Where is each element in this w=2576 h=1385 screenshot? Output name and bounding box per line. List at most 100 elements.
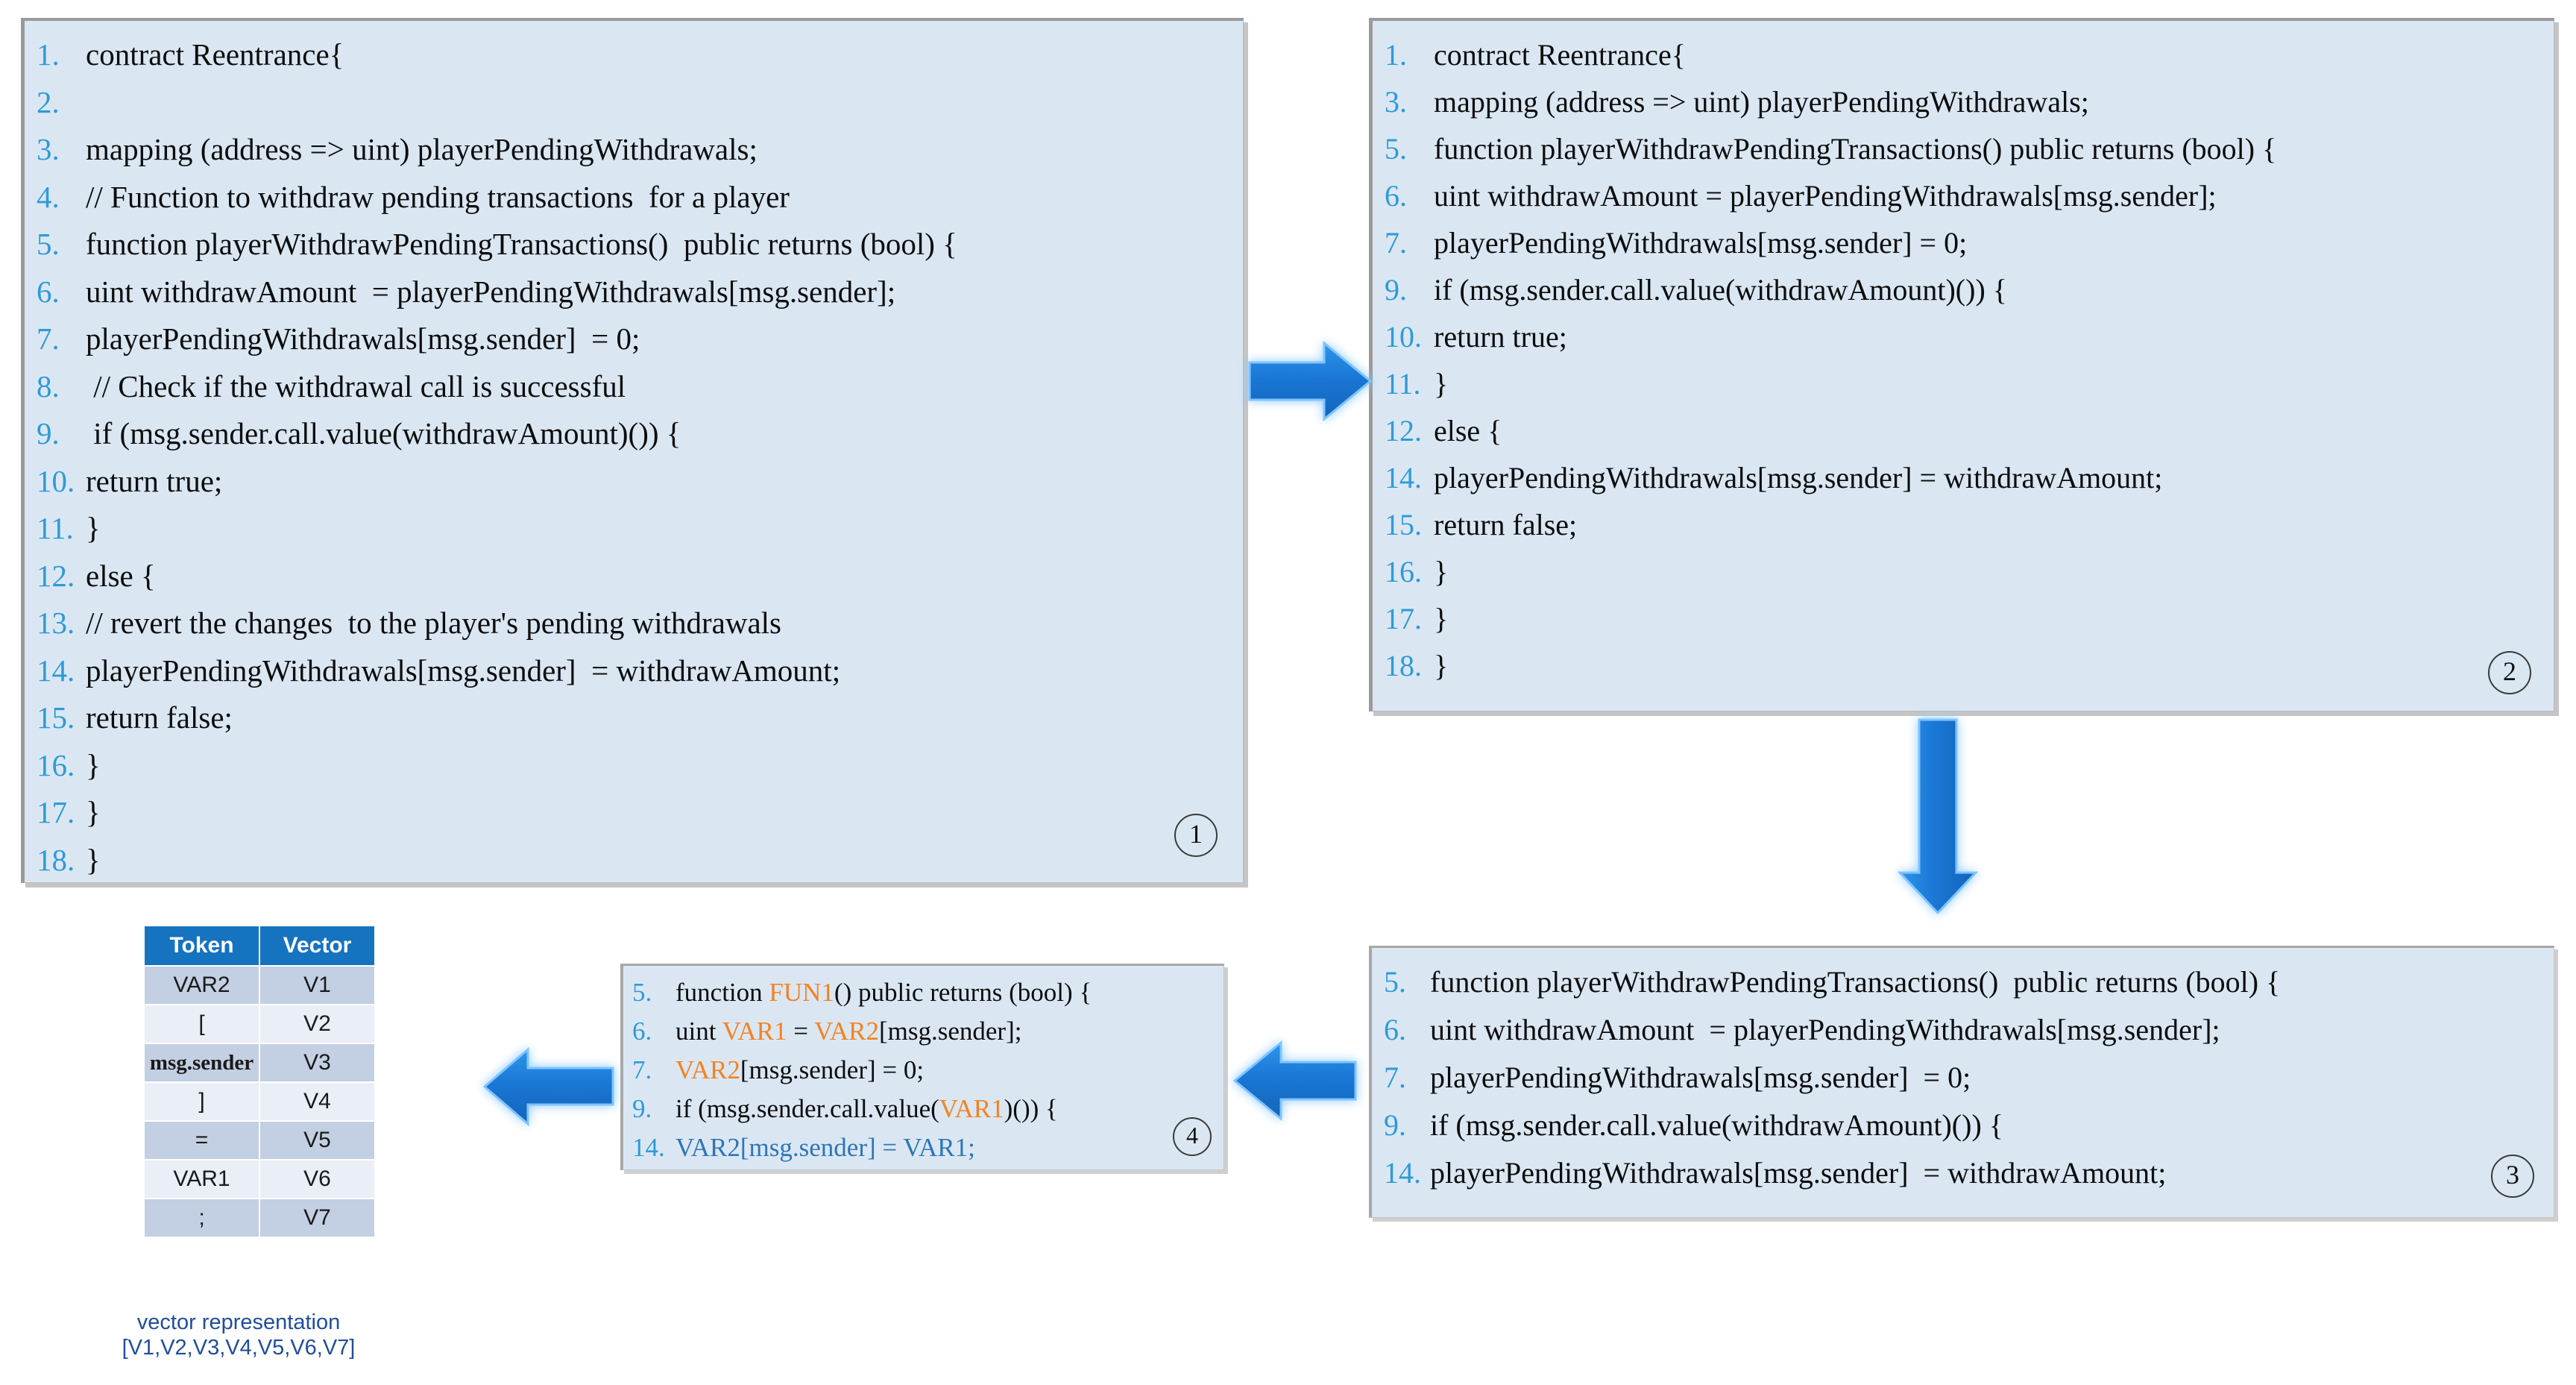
code-line-number: 2. [37,84,60,119]
code-line-text: } [1434,555,1449,588]
code-line-number: 12. [1385,414,1422,447]
panel-badge-2: 2 [2488,651,2531,694]
table-row: [V2 [143,1004,376,1044]
code-panel-original-lines: 1.contract Reentrance{2.3.mapping (addre… [25,21,1243,883]
code-fragment: )()) { [1004,1094,1058,1123]
code-line-text: } [86,795,101,829]
panel-badge-3: 3 [2491,1155,2534,1198]
code-line-text: VAR2[msg.sender] = 0; [676,1051,924,1090]
code-line-number: 3. [37,132,60,166]
abstract-token: FUN1 [769,978,834,1007]
code-line-text: if (msg.sender.call.value(withdrawAmount… [1434,273,2007,307]
code-line-number: 16. [1385,555,1422,588]
code-line: 14. playerPendingWithdrawals[msg.sender] … [1385,454,2546,501]
code-fragment: if (msg.sender.call.value( [676,1094,939,1123]
code-line-number: 17. [1385,602,1422,635]
code-line: 7. playerPendingWithdrawals[msg.sender] =… [37,315,1235,363]
code-line-text: mapping (address => uint) playerPendingW… [86,132,758,166]
code-line: 9.if (msg.sender.call.value(VAR1)()) { [632,1090,1218,1128]
code-line: 6. uint VAR1 = VAR2[msg.sender]; [632,1012,1218,1051]
table-header-row: Token Vector [143,925,376,967]
code-panel-comments-removed-lines: 1.contract Reentrance{3.mapping (address… [1373,21,2554,697]
code-line: 7.playerPendingWithdrawals[msg.sender] =… [1384,1054,2546,1102]
code-line-number: 15. [37,700,75,735]
code-line: 6.uint withdrawAmount = playerPendingWit… [1385,172,2546,219]
code-line-number: 14. [1385,461,1422,494]
code-line: 18.} [37,837,1235,883]
code-line-text: // revert the changes to the player's pe… [86,606,782,640]
code-line-text: return true; [86,463,223,498]
code-line: 9.if (msg.sender.call.value(withdrawAmou… [1384,1102,2546,1149]
code-line-text: } [86,511,101,545]
token-cell: VAR1 [143,1159,260,1199]
code-line-text: // Function to withdraw pending transact… [86,179,790,214]
code-panel-original: 1.contract Reentrance{2.3.mapping (addre… [21,18,1244,883]
code-line-text: } [86,747,101,782]
code-line-text: if (msg.sender.call.value(withdrawAmount… [1430,1108,2003,1142]
code-line-text: } [86,842,101,877]
code-line-number: 6. [632,1017,652,1046]
code-line-number: 5. [1385,132,1407,166]
code-line: 5.function playerWithdrawPendingTransact… [1384,958,2546,1006]
code-line: 6.uint withdrawAmount = playerPendingWit… [37,268,1235,316]
code-line-number: 9. [37,416,60,450]
code-line: 3.mapping (address => uint) playerPendin… [1385,78,2546,125]
table-row: ]V4 [143,1081,376,1122]
code-line-number: 6. [1384,1013,1406,1046]
code-line: 10. return true; [1385,313,2546,360]
panel-badge-4: 4 [1173,1117,1212,1156]
code-line: 16.} [1385,548,2546,595]
code-fragment: uint [676,1017,722,1046]
code-line-text: } [1434,367,1449,401]
code-panel-normalized: 5.function FUN1() public returns (bool) … [620,964,1224,1170]
code-fragment: = [787,1017,815,1046]
code-line-text: uint VAR1 = VAR2[msg.sender]; [676,1012,1021,1051]
code-line-number: 7. [37,321,60,356]
abstract-token: VAR1 [939,1094,1004,1123]
code-panel-sliced-lines: 5.function playerWithdrawPendingTransact… [1372,948,2554,1205]
code-line: 8. // Check if the withdrawal call is su… [37,363,1235,411]
code-line-number: 7. [632,1055,652,1084]
code-panel-sliced: 5.function playerWithdrawPendingTransact… [1369,946,2554,1218]
code-line: 13.// revert the changes to the player's… [37,600,1235,647]
code-fragment: () public returns (bool) { [834,978,1092,1007]
code-line-text: uint withdrawAmount = playerPendingWithd… [1430,1013,2220,1046]
code-line-number: 5. [1384,965,1406,999]
code-line-number: 7. [1385,226,1407,260]
code-line: 9. if (msg.sender.call.value(withdrawAmo… [37,410,1235,458]
vector-caption-line-1: vector representation [136,1310,341,1334]
code-line: 12.else { [1385,407,2546,454]
token-cell: msg.sender [143,1043,260,1083]
code-line-text: mapping (address => uint) playerPendingW… [1434,85,2089,119]
code-fragment: function [676,978,769,1007]
code-line-text: playerPendingWithdrawals[msg.sender] = 0… [86,321,640,356]
code-line-number: 14. [37,653,75,688]
code-panel-normalized-lines: 5.function FUN1() public returns (bool) … [623,966,1224,1169]
token-cell: ] [143,1081,260,1122]
vector-representation-caption: vector representation [V1,V2,V3,V4,V5,V6… [82,1310,395,1360]
code-line-text: return false; [1434,508,1578,541]
code-line-text: return true; [1434,320,1567,354]
arrow-panel4-to-table [482,1046,614,1127]
code-line-text: playerPendingWithdrawals[msg.sender] = w… [1434,461,2163,494]
code-fragment: [msg.sender]; [878,1017,1022,1046]
vector-cell: V5 [259,1120,376,1161]
code-line-text: else { [86,558,156,593]
vector-cell: V3 [259,1043,376,1083]
code-line: 7.playerPendingWithdrawals[msg.sender] =… [1385,219,2546,266]
code-line-number: 11. [1385,367,1421,401]
code-line-number: 17. [37,795,75,829]
code-line-number: 10. [1385,320,1422,354]
code-line-number: 8. [37,368,60,403]
code-line: 5.function playerWithdrawPendingTransact… [1385,125,2546,172]
vector-cell: V4 [259,1081,376,1122]
code-line: 15.return false; [1385,501,2546,548]
code-line: 18.} [1385,642,2546,689]
code-line-number: 9. [1385,273,1407,307]
code-line-number: 1. [37,37,60,72]
code-line: 3. mapping (address => uint) playerPendin… [37,126,1235,174]
token-cell: VAR2 [143,965,260,1005]
code-line-text: uint withdrawAmount = playerPendingWithd… [86,274,896,309]
arrow-panel3-to-panel4 [1232,1040,1357,1122]
